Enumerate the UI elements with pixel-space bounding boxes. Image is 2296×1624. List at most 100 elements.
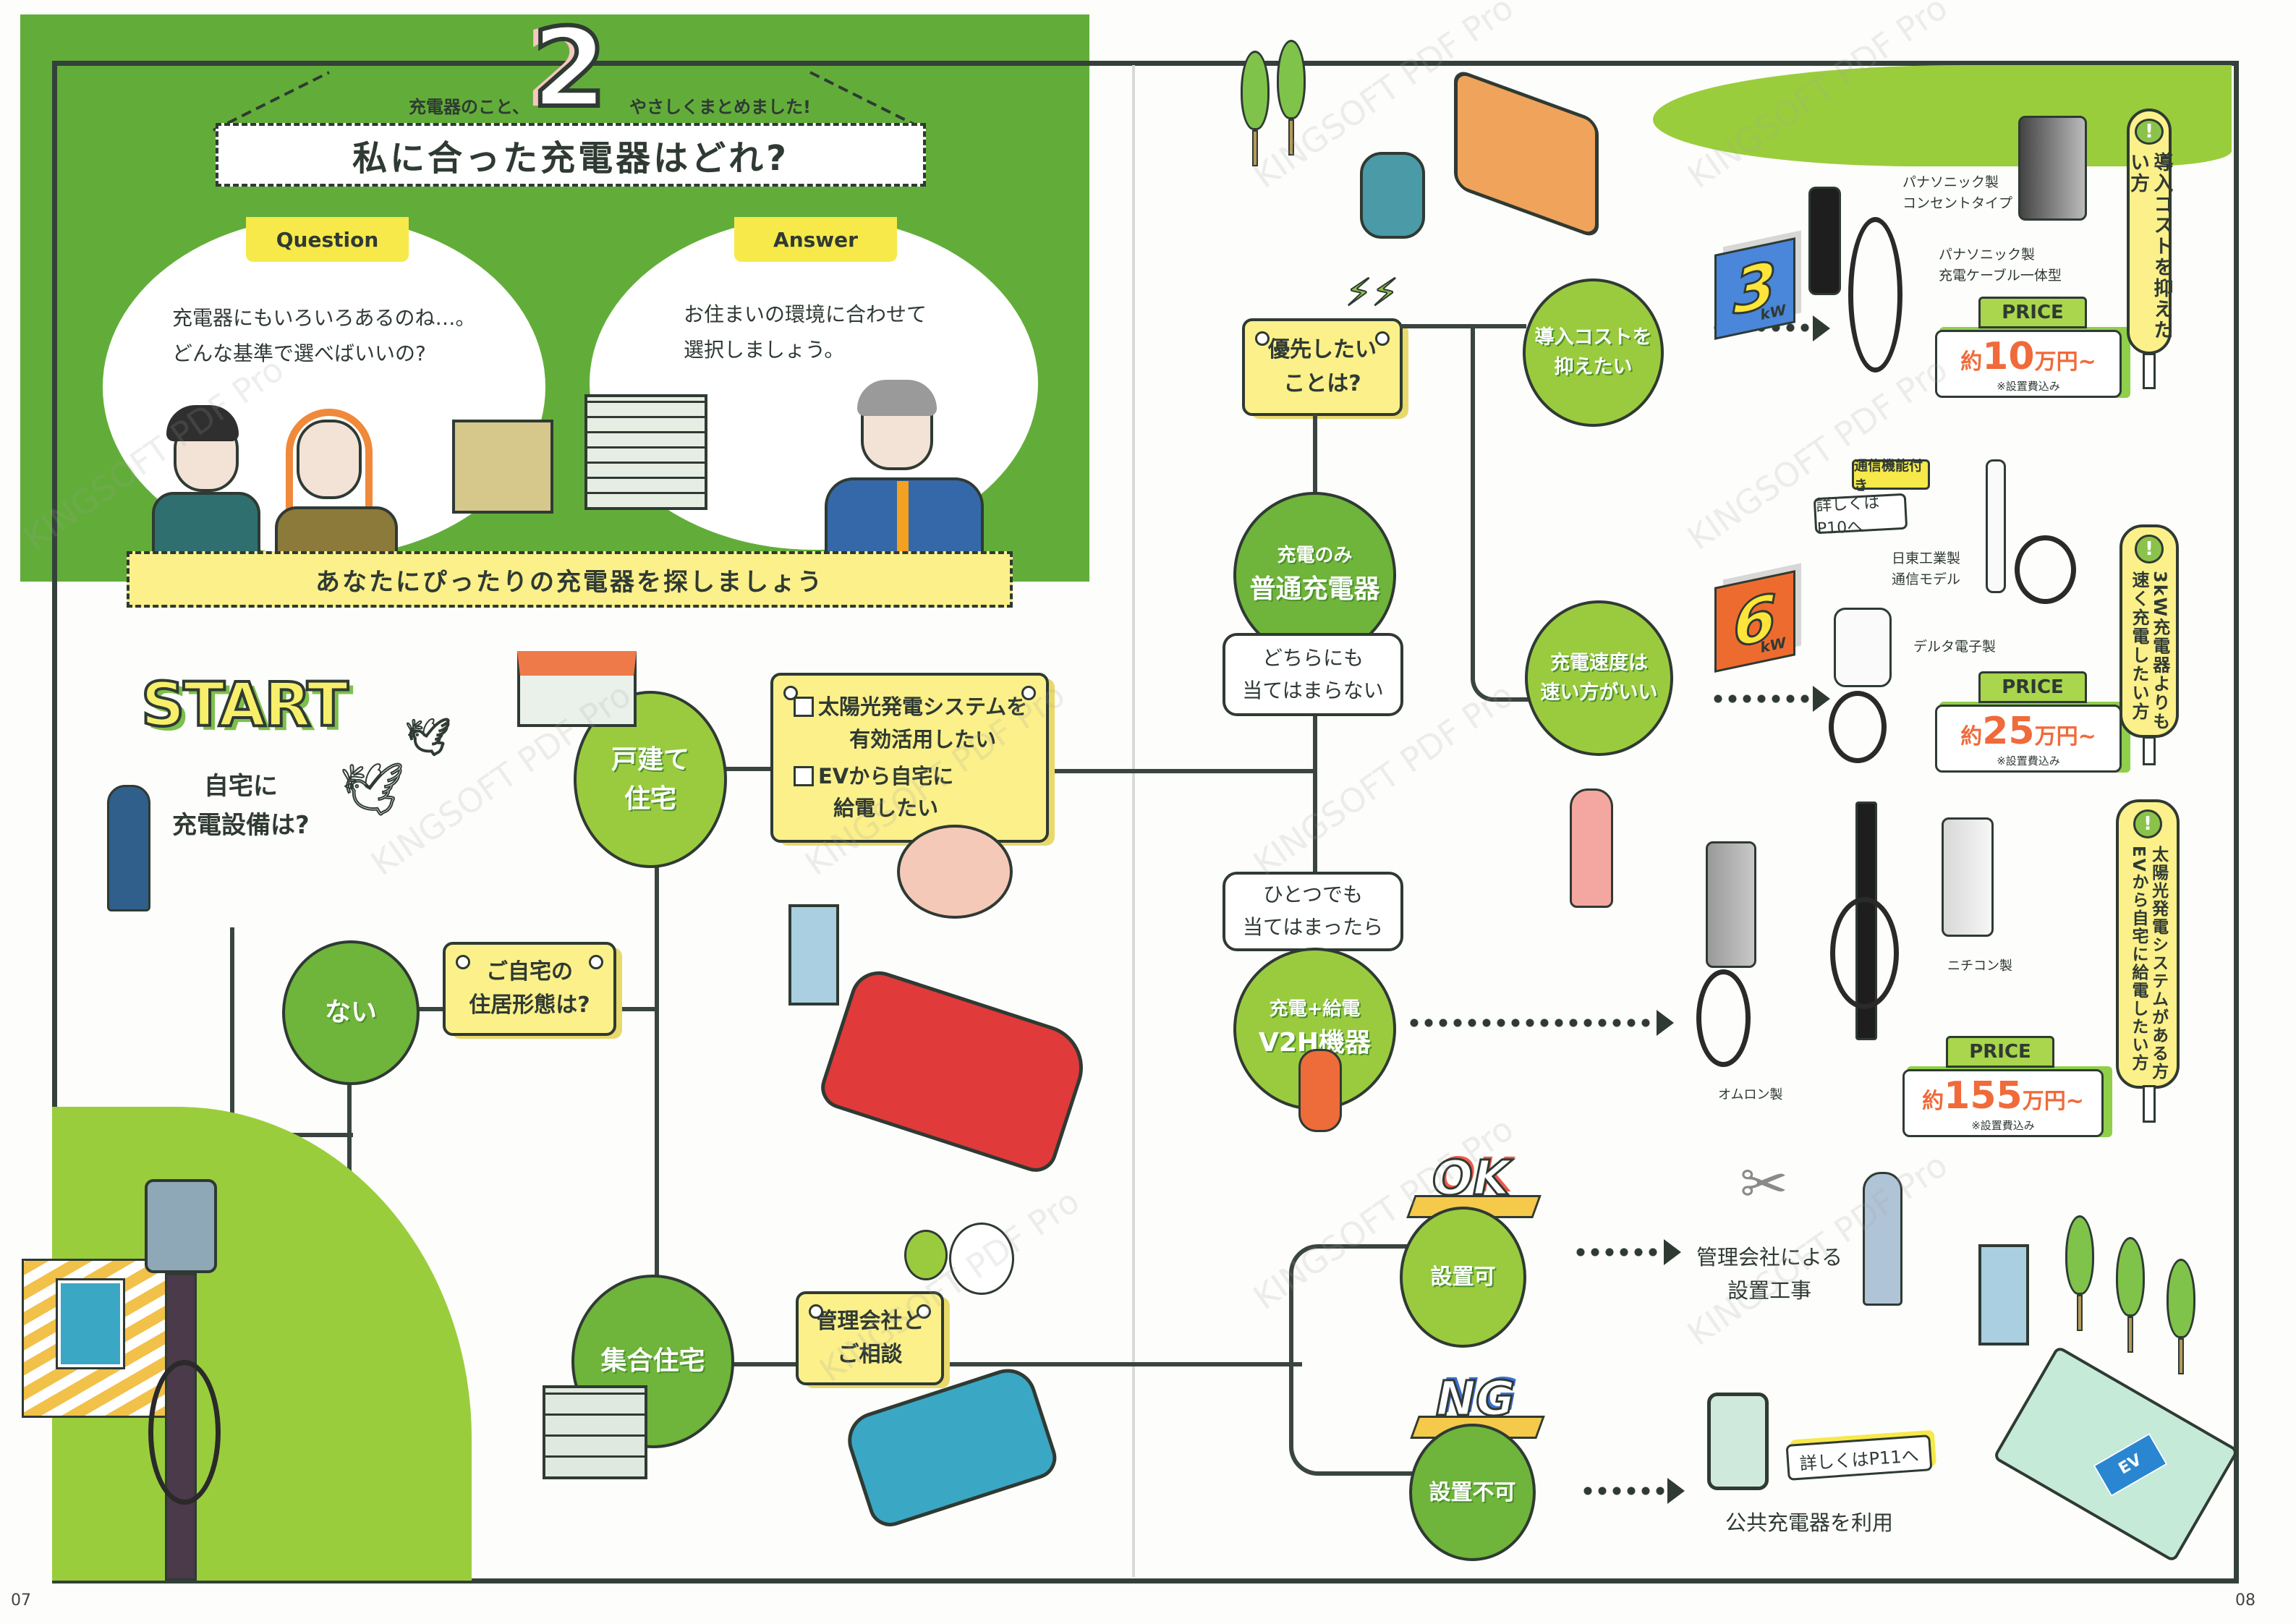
arrow-icon (1664, 1239, 1681, 1265)
connector (723, 767, 778, 771)
tree-icon (1277, 40, 1306, 156)
connector (230, 927, 234, 1108)
man-with-cat-illustration (107, 785, 150, 911)
price-card: PRICE 約10万円~ ※設置費込み (1935, 297, 2130, 398)
worker-illustration (1863, 1172, 1902, 1306)
home-charger-illustration (145, 1179, 217, 1273)
sign-priority: 優先したい ことは? (1242, 318, 1403, 416)
checkbox[interactable] (794, 765, 814, 786)
exclamation-icon: ! (2135, 535, 2164, 564)
ok-result: 管理会社による 設置工事 (1696, 1245, 1843, 1304)
checklist-item[interactable]: 太陽光発電システムを有効活用したい (794, 691, 1027, 756)
advisor-illustration (781, 380, 998, 579)
answer-text: お住まいの環境に合わせて 選択しましょう。 (684, 302, 927, 362)
bench-person-illustration (1360, 152, 1425, 239)
header-number: 2 (530, 6, 609, 132)
cafe-people-illustration (897, 825, 1013, 919)
product-label: オムロン製 (1718, 1087, 1783, 1102)
ev-parking-sign-icon (56, 1278, 125, 1369)
map-app-icon (1707, 1393, 1769, 1490)
ok-badge: OK (1406, 1149, 1544, 1218)
charger-cable (2015, 535, 2076, 604)
kw-3-badge: 3 kW (1714, 237, 1795, 340)
page-frame-left (52, 61, 1094, 1583)
header-subtitle-left: 充電器のこと、 (409, 97, 530, 117)
post-stick (2143, 353, 2156, 389)
tree-icon (1241, 51, 1270, 166)
nitto-charger (1986, 459, 2006, 593)
header-roof-lines (213, 71, 927, 132)
price-card: PRICE 約25万円~ ※設置費込み (1935, 671, 2130, 773)
checkbox[interactable] (794, 696, 814, 717)
product-label: デルタ電子製 (1913, 639, 1997, 655)
exclamation-icon: ! (2135, 119, 2164, 145)
nichicon-v2h (1942, 817, 1994, 937)
omron-v2h (1706, 841, 1756, 968)
connector (615, 1007, 658, 1011)
node-no[interactable]: ない (282, 940, 420, 1085)
node-fast-charging[interactable]: 充電速度は 速い方がいい (1525, 600, 1673, 756)
dotted-arrow (1407, 1019, 1653, 1027)
page-frame-right (1089, 61, 2239, 1583)
checklist-item[interactable]: EVから自宅に給電したい (794, 760, 953, 825)
arrow-icon (1667, 1478, 1685, 1504)
start-question: 自宅に 充電設備は? (172, 772, 310, 841)
page-fold (1132, 65, 1135, 1577)
charging-station-illustration (788, 904, 839, 1006)
speech-bubble-icon (949, 1223, 1014, 1295)
connector (655, 767, 659, 1324)
node-reduce-cost[interactable]: 導入コストを 抑えたい (1523, 279, 1664, 427)
connector (940, 1362, 1302, 1366)
node-normal-charger[interactable]: 充電のみ 普通充電器 (1233, 492, 1396, 658)
panasonic-outlet-charger (2018, 116, 2087, 221)
public-station-illustration (1978, 1244, 2029, 1345)
house-illustration (452, 420, 553, 514)
connector (1471, 326, 1528, 702)
start-label: START (140, 668, 349, 741)
panasonic-cable-charger (1808, 187, 1841, 295)
bubble-none-apply: どちらにも 当てはまらない (1223, 633, 1403, 716)
bird-icon: 🕊 (404, 715, 451, 759)
target-post: ! 導入コストを抑えたい方 (2127, 109, 2172, 354)
tree-icon (2065, 1215, 2094, 1331)
product-label: パナソニック製 充電ケーブル一体型 (1939, 247, 2062, 284)
bubble-any-apply: ひとつでも 当てはまったら (1223, 872, 1403, 951)
node-install-ng[interactable]: 設置不可 (1409, 1424, 1536, 1561)
detached-house-illustration (517, 651, 637, 727)
page-number-left: 07 (11, 1591, 31, 1610)
apartment-illustration (584, 394, 707, 510)
bird-icon: 🕊 (339, 759, 405, 820)
lightning-icon: ⚡⚡ (1345, 271, 1399, 315)
ng-badge: NG (1410, 1370, 1548, 1439)
connector (723, 1362, 796, 1366)
intro-banner: あなたにぴったりの充電器を探しましょう (127, 551, 1013, 608)
charger-cable (1696, 969, 1751, 1067)
product-label: 日東工業製 通信モデル (1892, 550, 1961, 587)
tree-icon (2167, 1259, 2195, 1374)
mother-child-illustration (1570, 788, 1613, 908)
charger-cable (1829, 691, 1887, 763)
apartment-building-illustration (543, 1385, 647, 1479)
charger-cable (1848, 217, 1902, 373)
connector (1313, 769, 1317, 776)
p10-reference-link[interactable]: 詳しくはP10へ (1813, 493, 1908, 538)
arrow-icon (1813, 315, 1830, 341)
comm-feature-tag: 通信機能付き (1852, 458, 1930, 493)
reading-person-illustration (1298, 1049, 1342, 1132)
node-install-ok[interactable]: 設置可 (1400, 1207, 1526, 1348)
question-tag: Question (246, 217, 409, 262)
exclamation-icon: ! (2133, 809, 2162, 838)
page-number-right: 08 (2235, 1591, 2255, 1610)
kw-6-badge: 6 kW (1714, 570, 1795, 673)
dotted-arrow (1573, 1248, 1660, 1257)
question-text: 充電器にもいろいろあるのね…。 どんな基準で選べばいいの? (172, 306, 476, 365)
connector (1313, 414, 1317, 497)
arrow-icon (1813, 686, 1830, 712)
dotted-arrow (1711, 694, 1812, 703)
post-stick (2143, 1085, 2156, 1123)
charger-cable (148, 1360, 221, 1505)
sign-checklist: 太陽光発電システムを有効活用したい EVから自宅に給電したい (770, 673, 1049, 843)
connector (1034, 769, 1317, 773)
dotted-arrow (1581, 1487, 1667, 1495)
price-card: PRICE 約155万円~ ※設置費込み (1902, 1036, 2112, 1137)
